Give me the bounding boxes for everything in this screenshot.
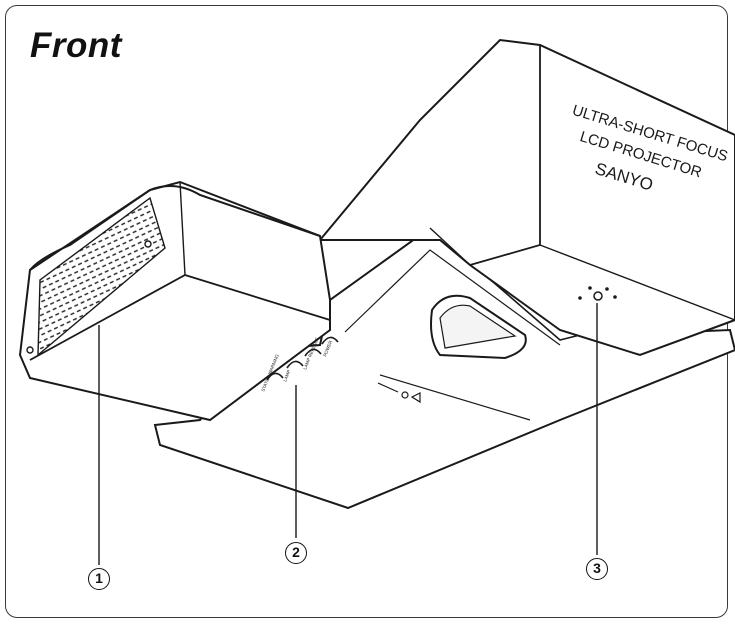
focus-symbol: [377, 382, 421, 404]
infrared-remote-receiver: [578, 286, 617, 301]
indicator-label-4: POWER: [322, 339, 333, 357]
lens: [430, 294, 527, 360]
callout-3: 3: [586, 558, 608, 580]
air-intake-vent: [37, 196, 166, 357]
side-unit: [18, 180, 331, 422]
leader-lines: [98, 303, 598, 565]
callout-1: 1: [88, 568, 110, 590]
indicators: [266, 336, 339, 381]
projector-upper-body: [317, 38, 735, 357]
indicator-label-2: LAMP: [282, 369, 291, 382]
figure-title: Front: [30, 26, 122, 65]
callout-2: 2: [285, 542, 307, 564]
